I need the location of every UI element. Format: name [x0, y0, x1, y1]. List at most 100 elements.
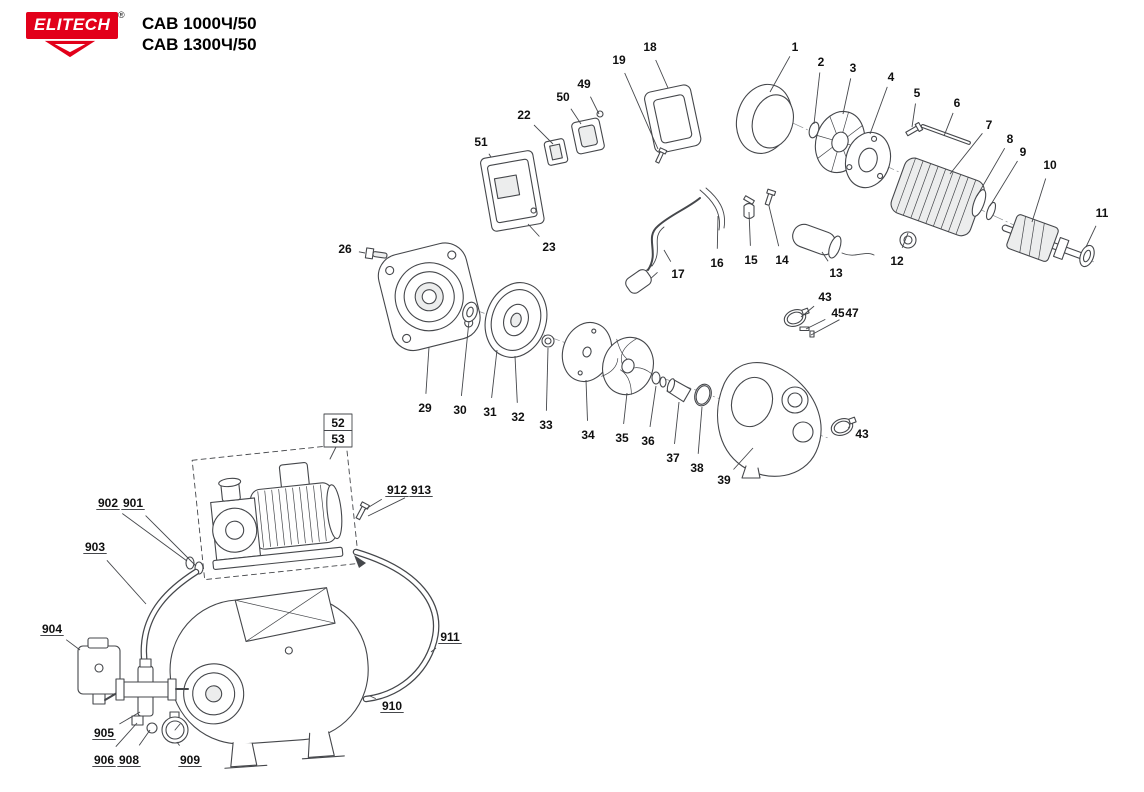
leader-line-901	[145, 515, 197, 567]
hose-911-part	[352, 548, 440, 703]
part-label-9: 9	[1020, 145, 1027, 159]
leader-line-7	[949, 133, 983, 175]
part-label-31: 31	[483, 405, 497, 419]
part-label-39: 39	[717, 473, 731, 487]
leader-line-5	[911, 103, 916, 128]
pressure-gauge-part	[161, 711, 189, 744]
wave-washer-9-part	[985, 201, 997, 221]
leader-line-910	[369, 695, 376, 700]
diagram-art	[77, 83, 1095, 769]
part-label-51: 51	[474, 135, 488, 149]
leader-line-902	[122, 513, 188, 562]
leader-line-903	[106, 559, 147, 605]
brand-name: ELITECH	[34, 15, 111, 34]
leader-line-18	[655, 59, 669, 89]
part-label-29: 29	[418, 401, 432, 415]
washers-901-902-part	[185, 556, 204, 575]
leader-line-45	[805, 318, 826, 330]
part-label-11: 11	[1096, 206, 1109, 220]
power-cord-part	[625, 197, 701, 294]
part-label-912: 912	[387, 483, 407, 497]
part-label-36: 36	[641, 434, 655, 448]
leader-line-38	[697, 406, 703, 454]
elitech-logo: ELITECH ®	[26, 10, 125, 58]
leader-line-23	[527, 223, 540, 237]
part-label-37: 37	[666, 451, 680, 465]
part-label-16: 16	[710, 256, 724, 270]
leader-line-13	[821, 251, 829, 262]
registered-mark: ®	[118, 10, 125, 20]
capacitor-part	[792, 223, 875, 259]
leader-line-26	[358, 251, 366, 254]
part-label-43: 43	[818, 290, 832, 304]
tie-rod-part	[920, 124, 971, 145]
part-label-904: 904	[42, 622, 62, 636]
leader-line-9	[989, 160, 1018, 207]
part-label-14: 14	[775, 253, 789, 267]
leader-line-35	[623, 392, 628, 424]
part-label-38: 38	[690, 461, 704, 475]
part-label-50: 50	[556, 90, 570, 104]
leader-line-47	[810, 319, 840, 336]
model-name-1: САВ 1000Ч/50	[142, 14, 257, 33]
part-label-906: 906	[94, 753, 114, 767]
gasket-8-part	[971, 189, 987, 217]
pressure-switch-part	[77, 637, 123, 705]
leader-line-908	[138, 729, 151, 746]
part-label-910: 910	[382, 699, 402, 713]
part-label-35: 35	[615, 431, 629, 445]
part-label-15: 15	[744, 253, 758, 267]
terminal-cover-part	[644, 84, 702, 154]
part-label-3: 3	[850, 61, 857, 75]
seal-30-part	[462, 301, 478, 323]
leader-line-17	[663, 249, 672, 262]
leader-line-4	[869, 86, 888, 135]
part-label-12: 12	[890, 254, 904, 268]
part-label-909: 909	[180, 753, 200, 767]
clamp-43b-part	[830, 416, 857, 436]
leader-line-912	[363, 498, 383, 511]
leader-line-8	[976, 147, 1006, 197]
leader-line-43	[800, 305, 815, 318]
leader-line-2	[813, 72, 821, 125]
rotor-part	[1001, 214, 1086, 262]
part-label-32: 32	[511, 410, 525, 424]
leader-line-32	[514, 355, 518, 403]
leader-line-12	[901, 232, 909, 248]
leader-line-909	[176, 741, 180, 746]
plate-34-part	[561, 321, 613, 383]
leader-line-29	[425, 346, 430, 394]
model-list: САВ 1000Ч/50 САВ 1300Ч/50	[142, 12, 257, 55]
leader-line-913	[367, 497, 406, 517]
bolt-912-913-part	[355, 501, 370, 521]
leader-line-19	[624, 72, 659, 150]
part-label-8: 8	[1007, 132, 1014, 146]
part-label-53: 53	[331, 432, 345, 446]
part-label-1: 1	[792, 40, 799, 54]
cable-clamp-15-part	[743, 202, 755, 220]
brand-box: ELITECH	[26, 12, 119, 39]
part-label-901: 901	[123, 496, 143, 510]
model-name-2: САВ 1300Ч/50	[142, 35, 257, 54]
part-label-908: 908	[119, 753, 139, 767]
leader-line-49	[589, 96, 600, 115]
leader-line-14	[768, 205, 780, 247]
part-label-23: 23	[542, 240, 556, 254]
leader-line-16	[716, 215, 719, 249]
part-label-6: 6	[954, 96, 961, 110]
screw-14-part	[764, 188, 777, 206]
wires-16-part	[699, 187, 755, 231]
leader-line-43	[847, 426, 850, 429]
part-label-18: 18	[643, 40, 657, 54]
part-label-10: 10	[1043, 158, 1057, 172]
plug-906-908-parts	[131, 715, 158, 734]
bearing-12-part	[899, 231, 917, 249]
leader-line-37	[674, 401, 680, 444]
stator-part	[890, 157, 985, 237]
part-label-34: 34	[581, 428, 595, 442]
leader-line-36	[649, 385, 657, 427]
leader-line-15	[748, 211, 751, 246]
screw-26-part	[364, 247, 388, 260]
header: ELITECH ® САВ 1000Ч/50 САВ 1300Ч/50	[26, 10, 257, 58]
